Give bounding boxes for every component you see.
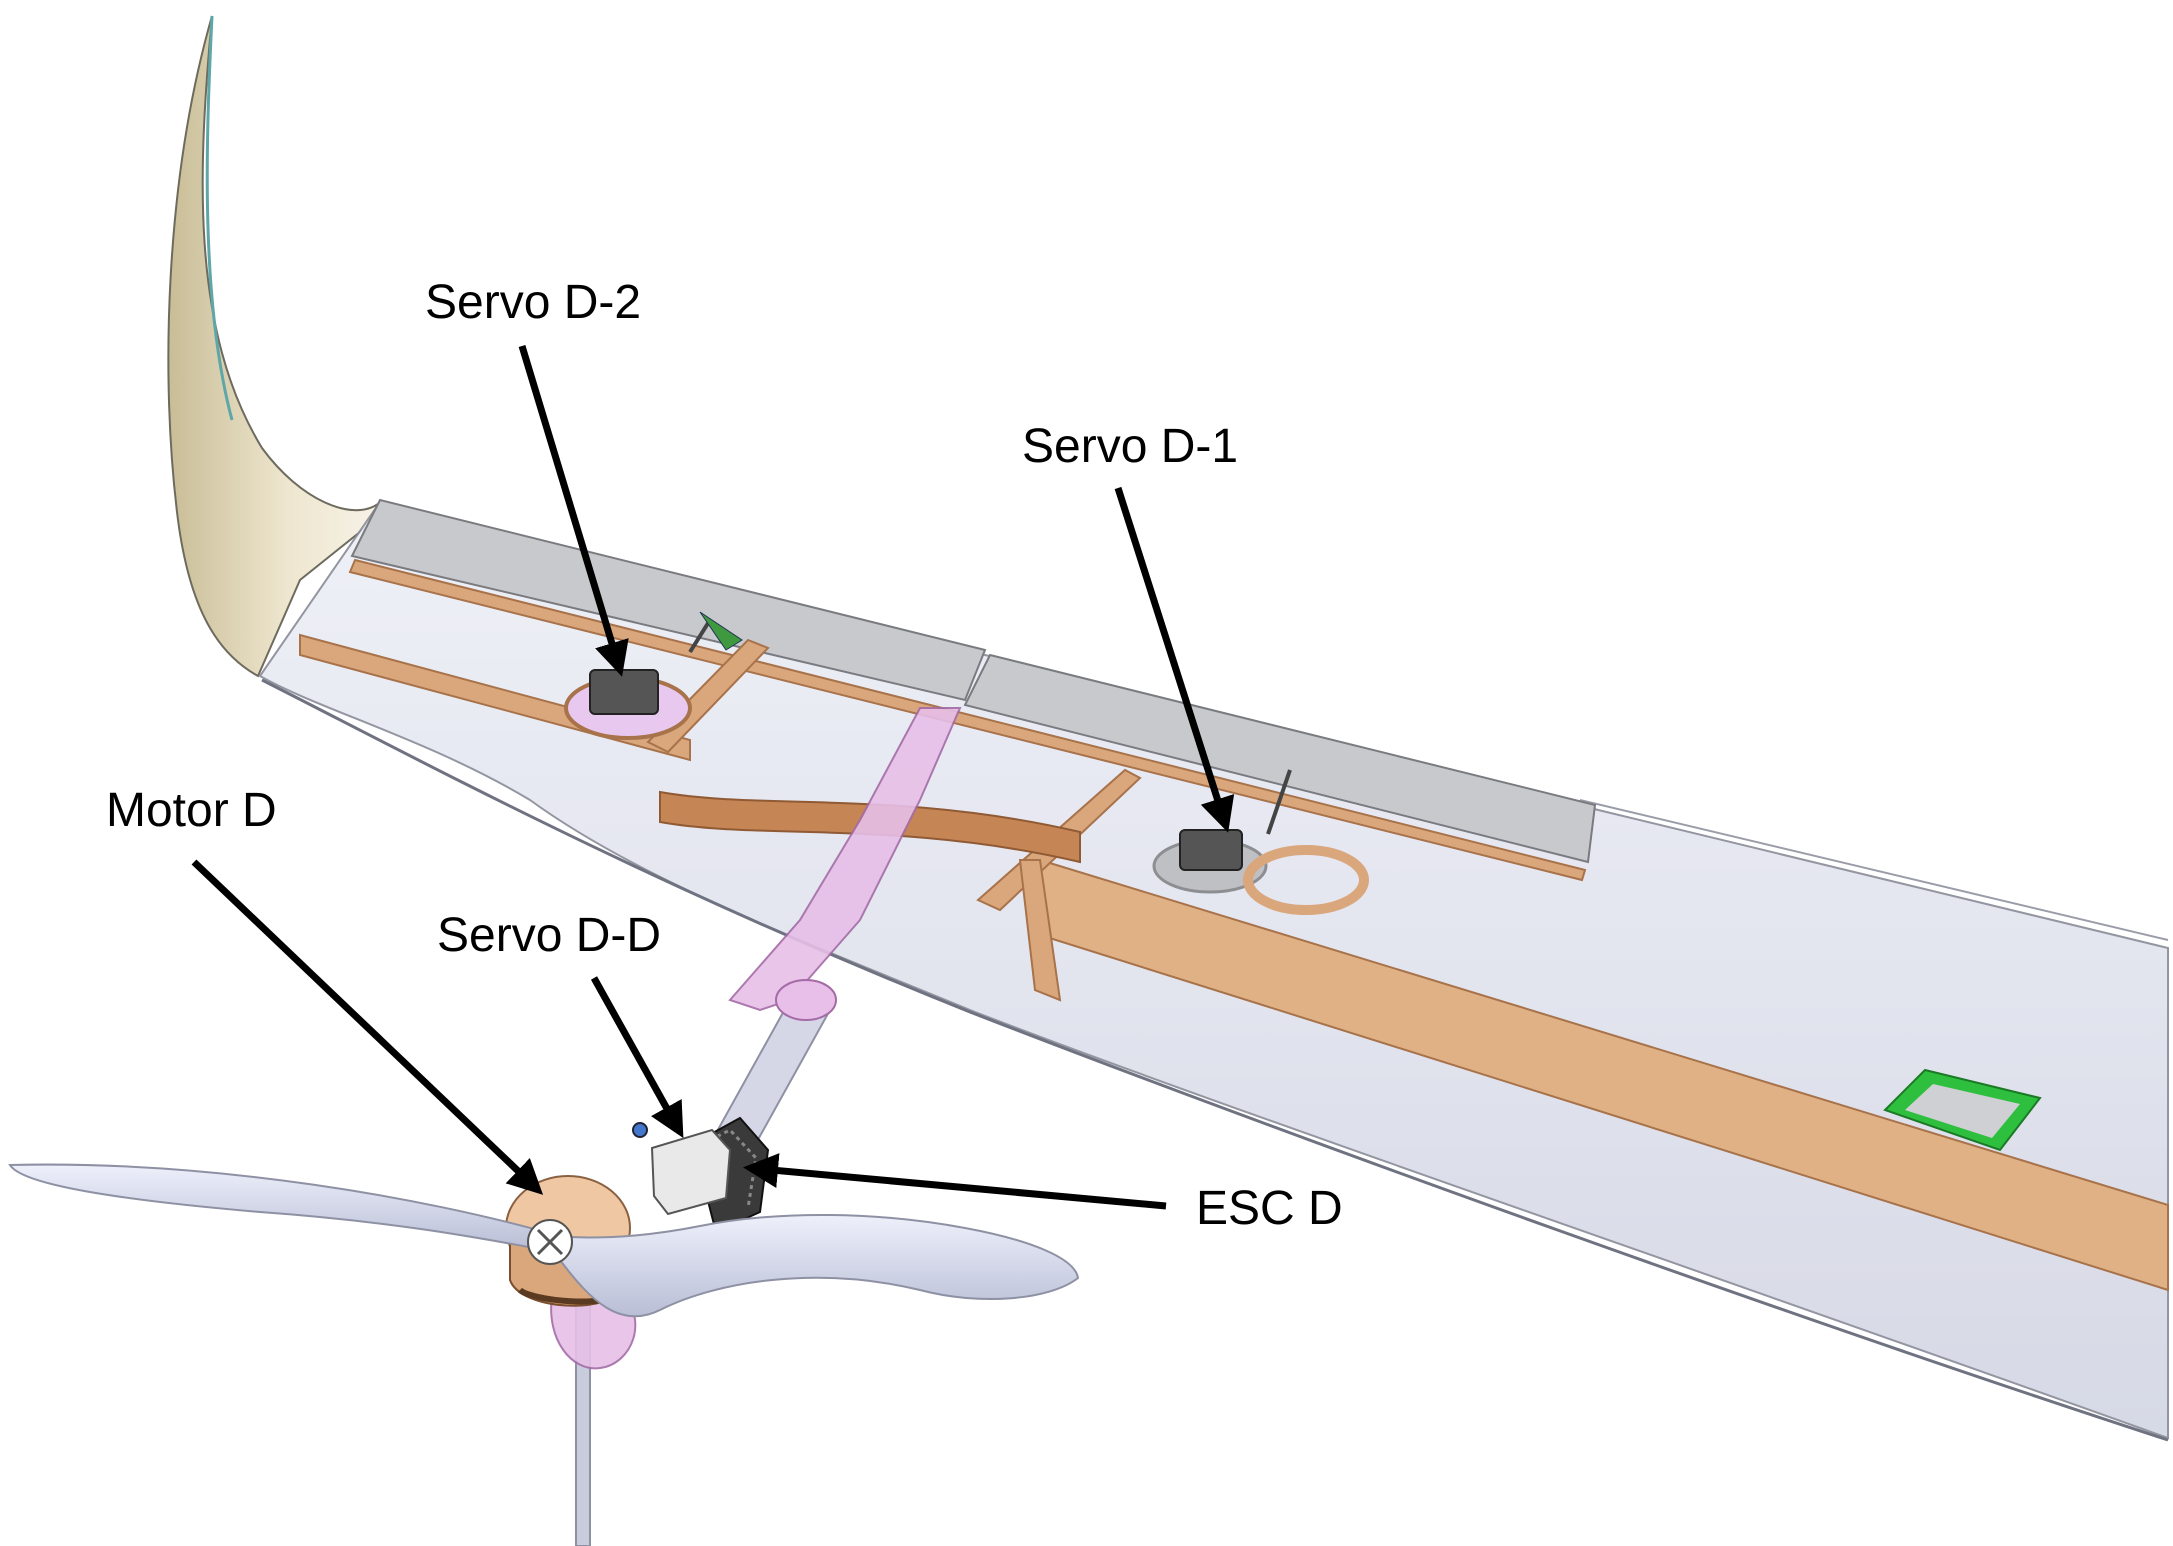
aileron-inner <box>963 653 1597 864</box>
winglet <box>167 15 387 678</box>
aileron-outer <box>350 498 987 702</box>
callout-servo-d2-label: Servo D-2 <box>425 276 641 329</box>
arrow-icon <box>590 976 684 1139</box>
arrow-icon <box>743 1153 1167 1210</box>
propeller <box>8 1163 1080 1318</box>
wing-spar <box>299 558 2169 1292</box>
callout-motor-d-label: Motor D <box>106 784 277 837</box>
callout-servo-dd-label: Servo D-D <box>437 909 661 962</box>
arrow-icon <box>1114 486 1235 833</box>
arrow-icon <box>518 344 629 677</box>
arrow-icon <box>191 859 544 1195</box>
access-hatch <box>1883 1068 2042 1152</box>
servo-dd-part <box>632 1122 732 1216</box>
servo-d2-part <box>564 611 743 740</box>
callout-esc-d-label: ESC D <box>1196 1182 1343 1235</box>
callout-servo-d1-label: Servo D-1 <box>1022 420 1238 473</box>
